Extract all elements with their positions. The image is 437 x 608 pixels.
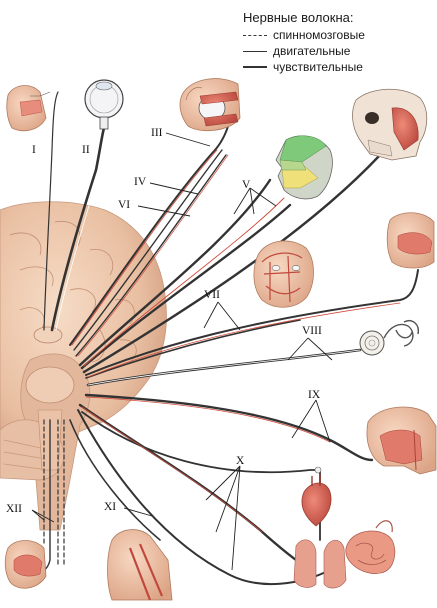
thin-line-swatch — [243, 50, 267, 52]
legend-item-motor: двигательные — [243, 43, 433, 59]
legend-item-sensory: чувствительные — [243, 59, 433, 75]
nerve-x-path-2 — [77, 409, 331, 585]
legend-item-spinal: спинномозговые — [243, 27, 433, 43]
eyeball-sketch — [84, 79, 124, 130]
pons — [25, 366, 75, 404]
legend: Нервные волокна: спинномозговые двигател… — [243, 10, 433, 75]
label-nerve-i: I — [32, 144, 36, 156]
label-nerve-xii: XII — [6, 503, 22, 515]
label-nerve-vii: VII — [204, 289, 220, 301]
nose-sketch — [6, 85, 51, 132]
nerve-vii-path-1 — [85, 269, 419, 376]
label-nerve-ix: IX — [308, 389, 321, 401]
legend-title: Нервные волокна: — [243, 10, 354, 25]
nerve-labels: I II III IV V VI VII VIII IX X XI XII — [6, 127, 322, 515]
optic-chiasm — [33, 326, 63, 344]
neck-muscles-sketch — [107, 529, 173, 601]
label-nerve-xi: XI — [104, 501, 116, 513]
nerve-pathways — [29, 91, 419, 585]
nerve-v-path-1 — [78, 178, 272, 367]
legend-label-sensory: чувствительные — [273, 60, 363, 74]
skull-masseter-sketch — [352, 88, 428, 161]
eye-muscles-sketch — [179, 78, 241, 132]
face-sensory-map — [275, 135, 333, 200]
heart-sketch — [301, 466, 332, 527]
label-nerve-vi: VI — [118, 199, 130, 211]
thick-line-swatch — [243, 66, 267, 68]
pharynx-sketch — [366, 406, 437, 475]
legend-label-motor: двигательные — [273, 44, 351, 58]
label-nerve-iv: IV — [134, 176, 147, 188]
dashed-line-swatch — [243, 34, 267, 36]
label-nerve-viii: VIII — [302, 325, 322, 337]
legend-label-spinal: спинномозговые — [273, 28, 365, 42]
nerve-v-path-2 — [80, 203, 292, 370]
lungs-sketch — [293, 539, 347, 589]
inner-ear-sketch — [359, 320, 419, 356]
label-nerve-x: X — [236, 455, 245, 467]
label-nerve-iii: III — [151, 127, 163, 139]
nerve-ii-path — [50, 126, 106, 332]
label-nerve-v: V — [242, 179, 251, 191]
nerve-iv-path — [73, 149, 223, 351]
nerve-vii-path-2 — [85, 319, 301, 379]
nerve-x-path-3 — [81, 411, 321, 541]
nerve-v-path-3 — [82, 153, 382, 374]
nerve-i-path — [43, 91, 59, 331]
intestines-sketch — [345, 520, 396, 574]
nerve-iii-path — [69, 117, 231, 346]
facial-muscles-sketch — [253, 240, 314, 308]
nerve-vi-path — [75, 154, 227, 357]
leader-lines — [31, 132, 333, 571]
nerve-ix-path — [84, 393, 374, 462]
head-tongue-sketch-upper — [386, 212, 435, 269]
brain — [0, 201, 167, 531]
nerve-xi-path — [69, 419, 161, 541]
label-nerve-ii: II — [82, 144, 90, 156]
tongue-sketch — [4, 540, 47, 589]
